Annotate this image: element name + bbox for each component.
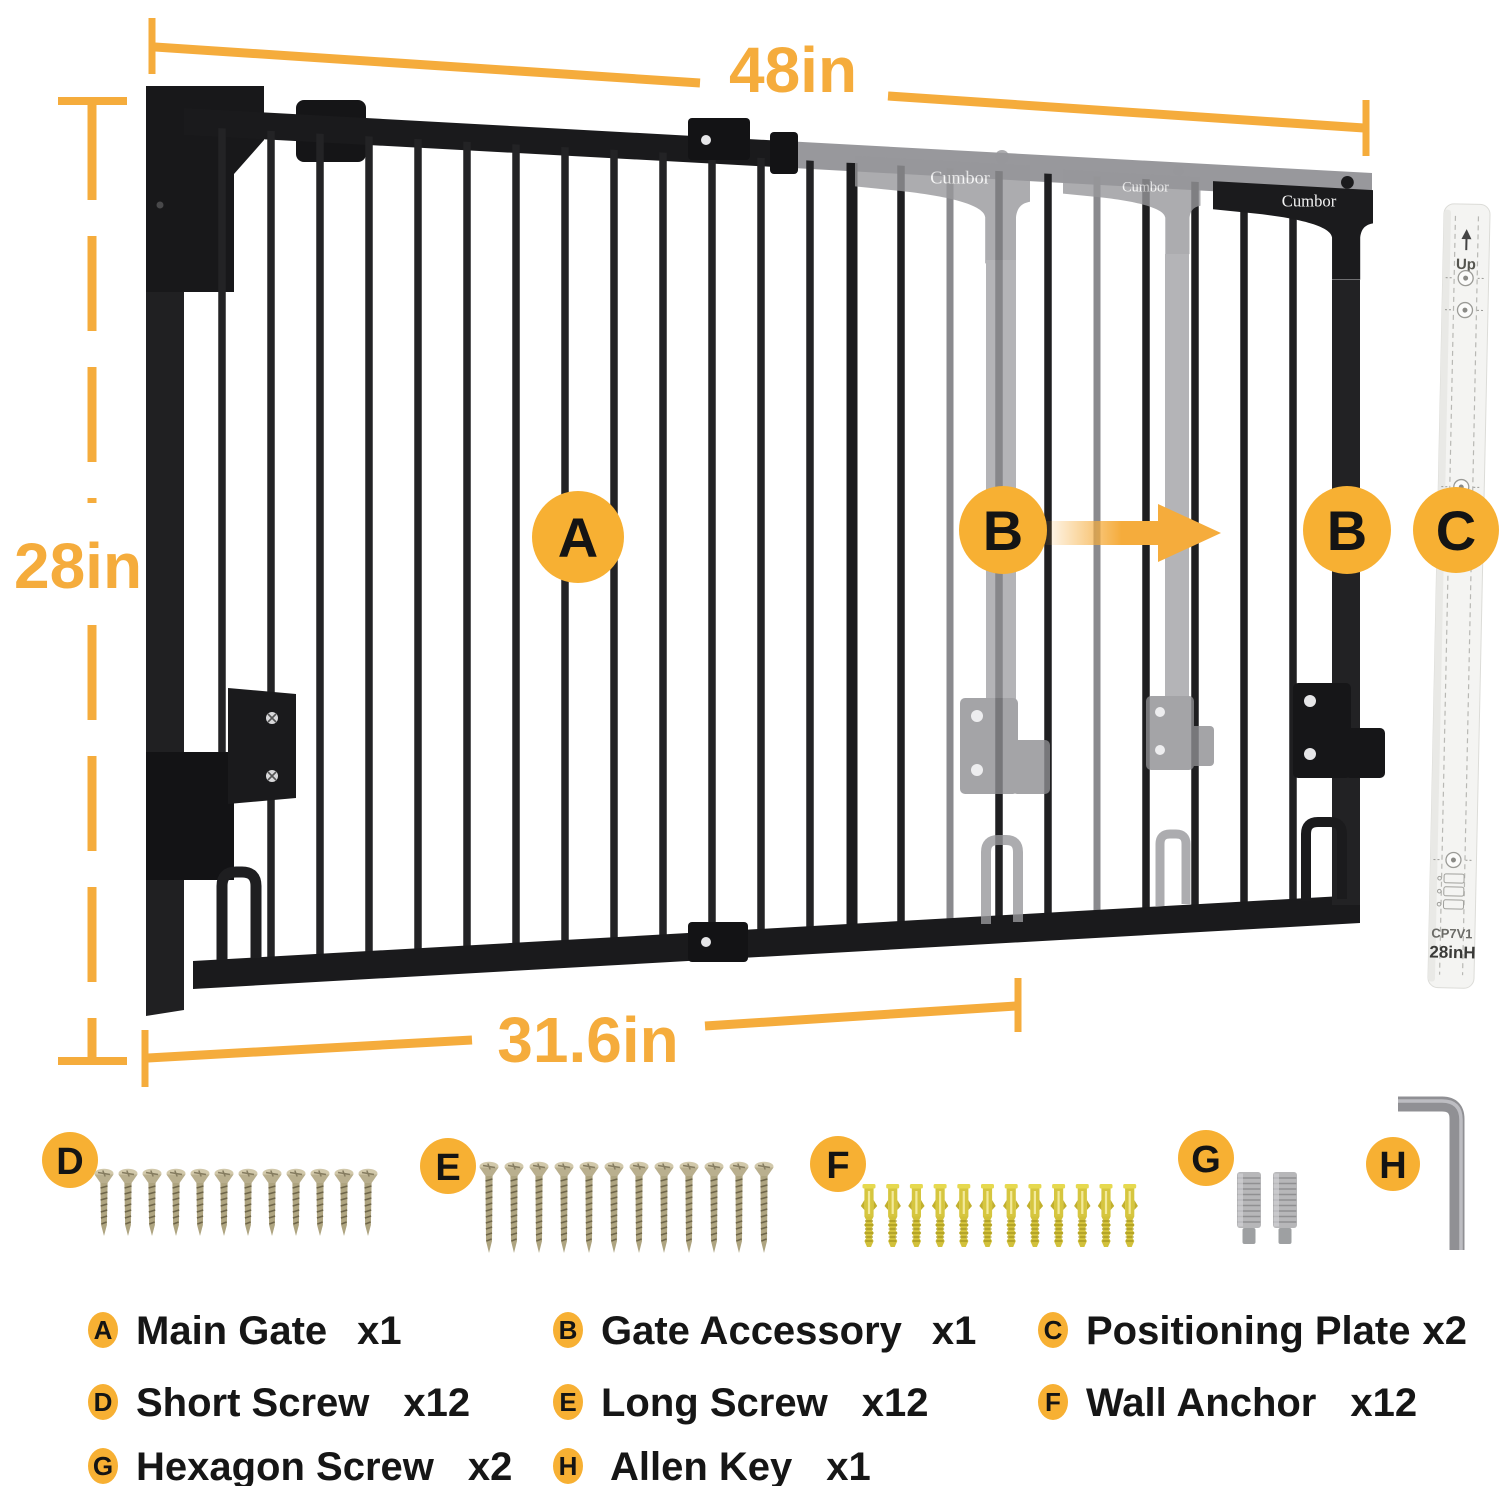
brand-logo: Cumbor bbox=[1122, 179, 1169, 195]
gate-accessory-ghost-2: Cumbor bbox=[1063, 165, 1214, 906]
badge-letter-b: B bbox=[1327, 499, 1367, 562]
svg-text:H: H bbox=[559, 1451, 578, 1481]
badge-letter-h: H bbox=[1379, 1145, 1406, 1187]
svg-text:G: G bbox=[93, 1451, 113, 1481]
dimension-width-48in: 48in bbox=[148, 18, 1370, 156]
hardware-row: D E F G H bbox=[42, 1096, 1465, 1254]
dimension-bottom-31-6in: 31.6in bbox=[141, 978, 1022, 1087]
svg-text:D: D bbox=[94, 1387, 113, 1417]
dim-height-label: 28in bbox=[14, 530, 142, 602]
lower-hinge bbox=[146, 688, 296, 880]
brand-logo: Cumbor bbox=[930, 168, 990, 188]
gate-accessory-ghost-1: Cumbor bbox=[855, 150, 1050, 924]
plate-instruction-icons bbox=[1436, 873, 1465, 910]
long-screws-icon bbox=[478, 1160, 775, 1254]
dim-bottom-label: 31.6in bbox=[497, 1004, 678, 1076]
wall-anchors-icon bbox=[860, 1183, 1139, 1248]
badge-letter-a: A bbox=[558, 506, 598, 569]
badge-positioning-plate: C bbox=[1413, 487, 1499, 573]
brand-logo: Cumbor bbox=[1282, 192, 1337, 211]
badge-letter-g: G bbox=[1191, 1139, 1221, 1181]
positioning-plate: Up CP7V1 28inH bbox=[1427, 203, 1491, 989]
rail-connector-top bbox=[688, 118, 798, 174]
dimension-annotations: 48in 28in 31.6in bbox=[14, 18, 1370, 1087]
plate-size-label: 28inH bbox=[1429, 942, 1476, 962]
hexagon-screws-icon bbox=[1236, 1171, 1298, 1245]
badge-wall-anchor: F bbox=[810, 1136, 866, 1192]
badge-gate-accessory-end: B bbox=[1303, 486, 1391, 574]
rail-connector-bottom bbox=[688, 922, 748, 962]
badge-letter-f: F bbox=[826, 1145, 849, 1187]
gate-accessory-installed: Cumbor bbox=[1213, 176, 1385, 905]
badge-short-screw: D bbox=[42, 1132, 98, 1188]
plate-up-label: Up bbox=[1456, 256, 1476, 273]
plate-up-arrow-icon: Up bbox=[1456, 229, 1476, 273]
badge-letter-c: C bbox=[1436, 499, 1476, 562]
plate-target-markers bbox=[1433, 269, 1486, 869]
svg-text:E: E bbox=[559, 1387, 576, 1417]
badge-allen-key: H bbox=[1366, 1137, 1420, 1191]
badge-letter-d: D bbox=[56, 1141, 83, 1183]
short-screws-icon bbox=[93, 1167, 379, 1237]
badge-gate-accessory-start: B bbox=[959, 486, 1047, 574]
plate-model-label: CP7V1 bbox=[1431, 926, 1473, 942]
svg-text:B: B bbox=[559, 1315, 578, 1345]
slide-direction-arrow-icon bbox=[1040, 504, 1221, 562]
dim-width-label: 48in bbox=[729, 34, 857, 106]
badge-long-screw: E bbox=[420, 1138, 476, 1194]
svg-text:F: F bbox=[1045, 1387, 1061, 1417]
dimension-height-28in: 28in bbox=[14, 97, 142, 1065]
badge-main-gate: A bbox=[532, 491, 624, 583]
top-rail bbox=[184, 108, 775, 167]
gate-foot-left bbox=[216, 866, 262, 960]
badge-letter-e: E bbox=[435, 1147, 460, 1189]
svg-text:A: A bbox=[94, 1315, 113, 1345]
allen-key-icon bbox=[1398, 1096, 1465, 1250]
gate-bars bbox=[218, 128, 1297, 966]
badge-hexagon-screw: G bbox=[1178, 1130, 1234, 1186]
callout-badges: A B B C bbox=[532, 486, 1499, 583]
svg-text:C: C bbox=[1044, 1315, 1063, 1345]
bottom-rail bbox=[193, 895, 1360, 989]
badge-letter-b: B bbox=[983, 499, 1023, 562]
